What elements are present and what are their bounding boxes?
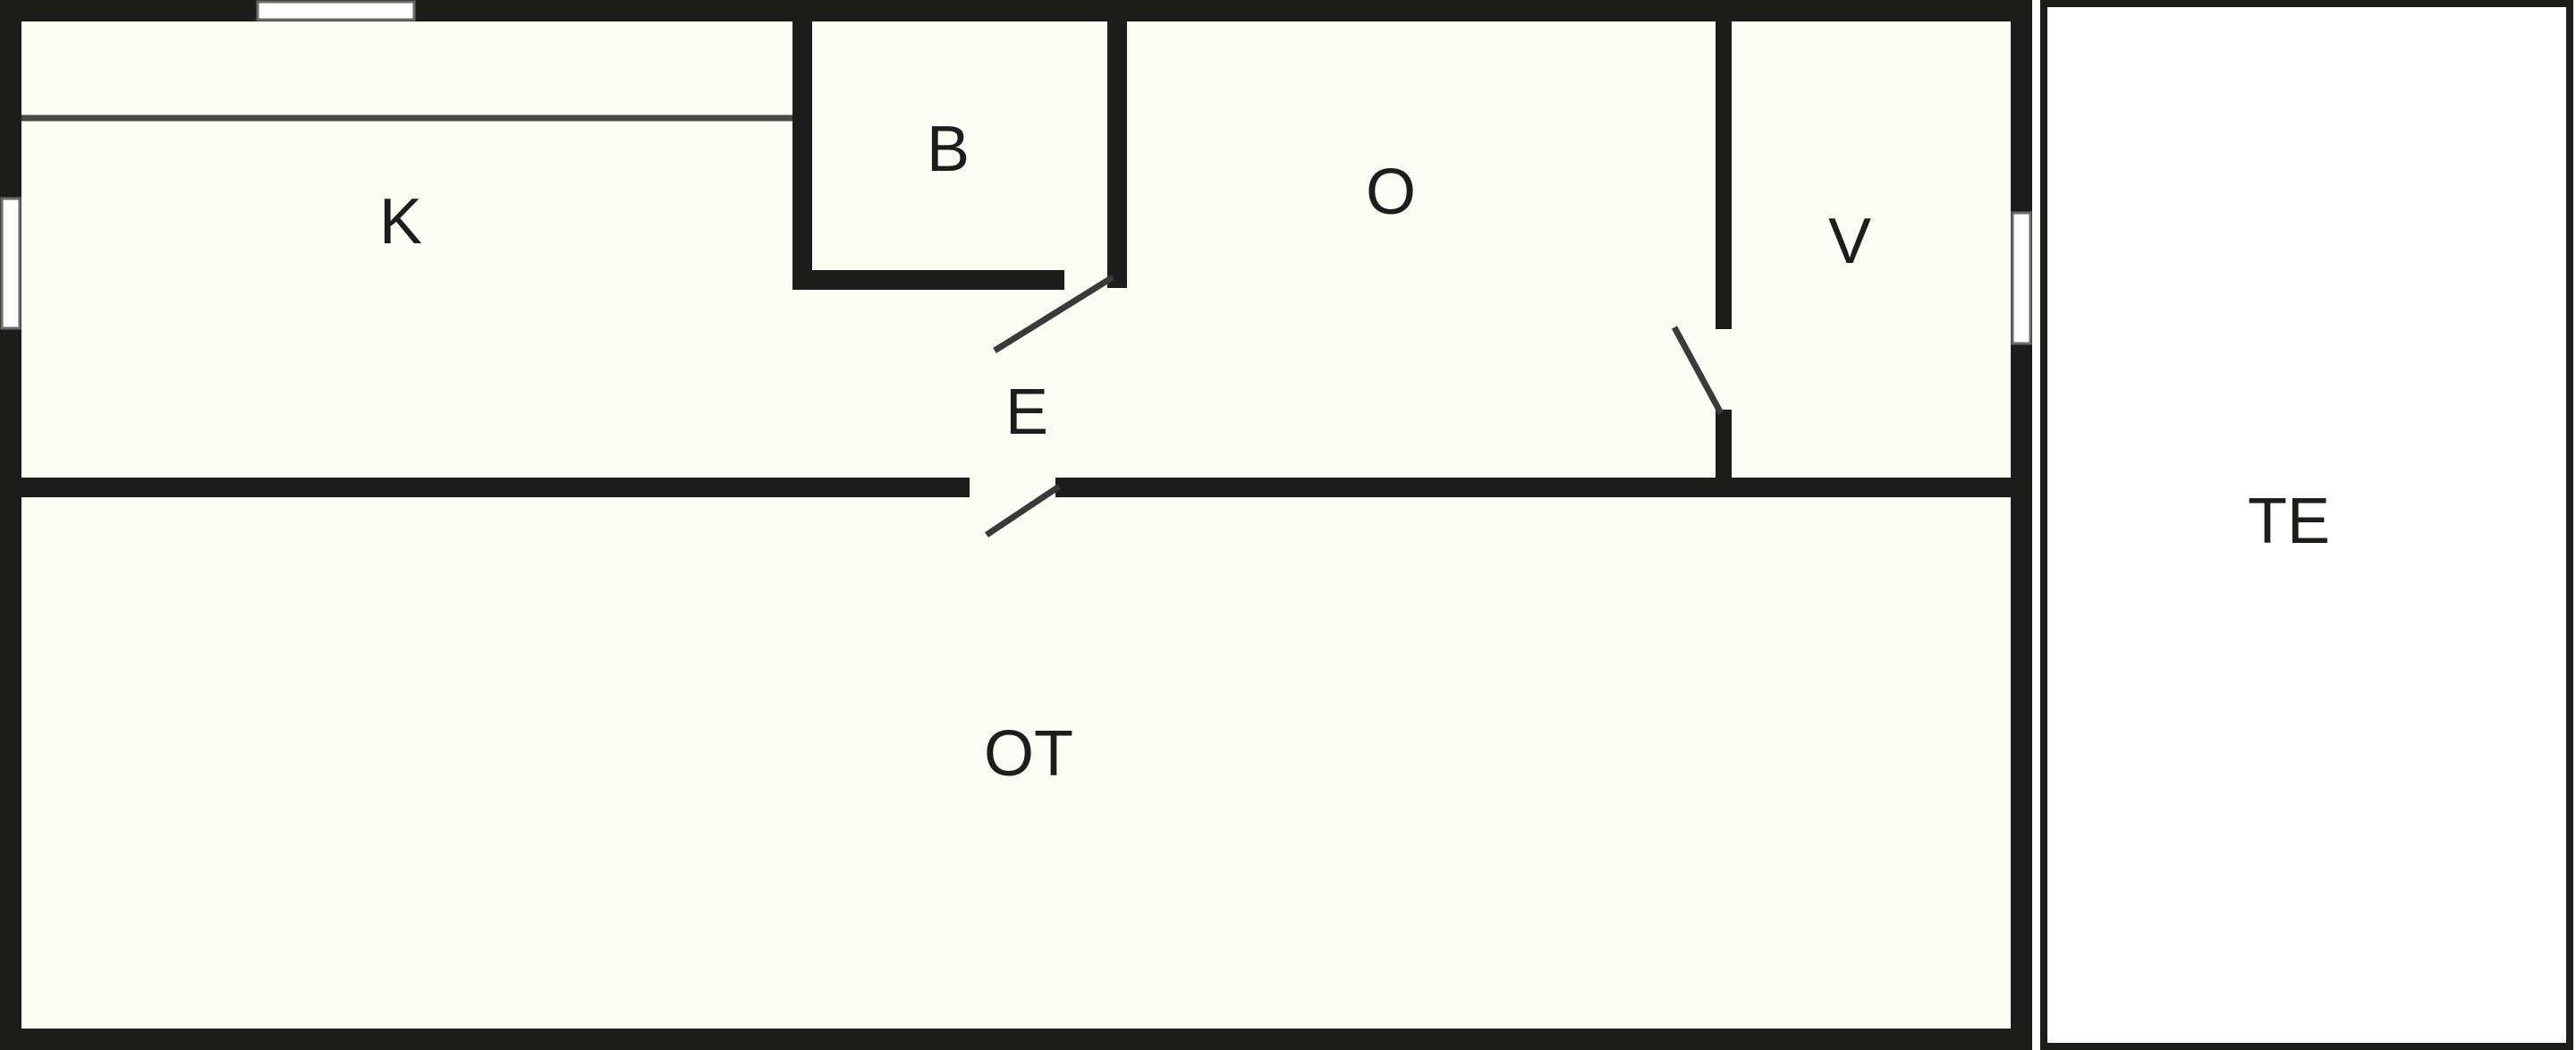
bathroom-door-jamb <box>1107 265 1127 288</box>
window-top-kitchen <box>256 0 416 21</box>
utility-wall-lower <box>1716 410 1732 481</box>
bathroom-wall-bottom <box>792 270 1064 290</box>
terrace-outline <box>2040 0 2573 1050</box>
mid-wall-right-run <box>1055 478 2011 497</box>
bathroom-wall-left <box>792 21 812 290</box>
building-interior-fill <box>11 11 2021 1039</box>
bathroom-door-leaf <box>993 275 1114 353</box>
utility-door-leaf <box>1671 326 1724 415</box>
utility-wall-upper <box>1716 21 1732 329</box>
mid-divider-wall <box>21 478 2011 538</box>
room-label-E: E <box>1005 377 1048 448</box>
entrance-door-leaf <box>985 484 1061 538</box>
room-label-TE: TE <box>2248 486 2330 557</box>
room-label-OT: OT <box>984 718 1073 790</box>
room-label-B: B <box>927 114 970 185</box>
main-building <box>0 0 2032 1050</box>
terrace-block <box>2040 0 2573 1050</box>
utility-walls <box>1671 21 1732 481</box>
room-label-V: V <box>1828 206 1871 277</box>
room-label-O: O <box>1366 157 1416 228</box>
mid-wall-left-run <box>21 478 970 497</box>
window-right-utility <box>2011 211 2032 345</box>
window-openings <box>0 0 2032 345</box>
bathroom-walls <box>792 21 1127 353</box>
building-outer-wall <box>0 0 2032 1050</box>
bathroom-wall-right <box>1107 21 1127 277</box>
window-left-kitchen <box>0 197 21 330</box>
room-label-K: K <box>379 186 422 258</box>
